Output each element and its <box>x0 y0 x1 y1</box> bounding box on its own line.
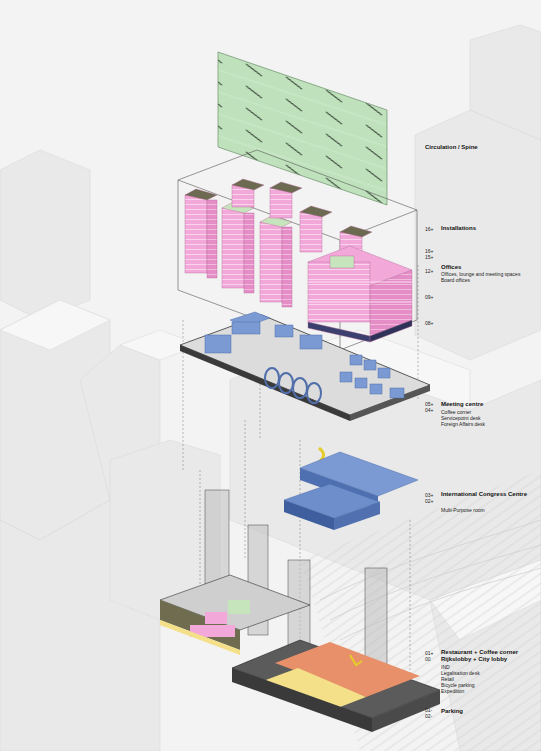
layer-title: Parking <box>441 708 463 715</box>
layer-title: Restaurant + Coffee corner <box>441 649 518 656</box>
level-note: Foreign Affairs desk <box>441 421 485 427</box>
level-note: 09+ <box>425 294 433 300</box>
level-note: Offices, lounge and meeting spaces <box>441 271 520 277</box>
level-note: 16+ <box>425 248 433 254</box>
layer-title: International Congress Centre <box>441 491 527 498</box>
level-note: 01+ <box>425 650 433 656</box>
level-note: 00 <box>425 656 431 662</box>
layer-title: Rijkslobby + City lobby <box>441 656 507 663</box>
level-note: Retail <box>441 676 454 682</box>
level-note: Legalisation desk <box>441 670 480 676</box>
level-note: 05+ <box>425 401 433 407</box>
level-note: Bicycle parking <box>441 682 475 688</box>
level-note: 08+ <box>425 320 433 326</box>
level-note: 04+ <box>425 407 433 413</box>
level-note: IND <box>441 664 450 670</box>
level-note: Servicepoint desk <box>441 415 480 421</box>
level-note: 02+ <box>425 498 433 504</box>
level-note: Coffee corner <box>441 409 471 415</box>
level-note: 01- <box>425 707 432 713</box>
level-note: Multi-Purpose room <box>441 507 485 513</box>
level-note: 12+ <box>425 268 433 274</box>
level-note: 02- <box>425 713 432 719</box>
level-note: 03+ <box>425 492 433 498</box>
level-note: Board offices <box>441 277 470 283</box>
level-note: 15+ <box>425 254 433 260</box>
level-note: Expedition <box>441 688 464 694</box>
level-note: 16+ <box>425 226 433 232</box>
layer-title: Offices <box>441 264 461 271</box>
layer-title: Meeting centre <box>441 401 483 408</box>
layer-title: Installations <box>441 225 476 232</box>
layer-title: Circulation / Spine <box>425 144 478 151</box>
